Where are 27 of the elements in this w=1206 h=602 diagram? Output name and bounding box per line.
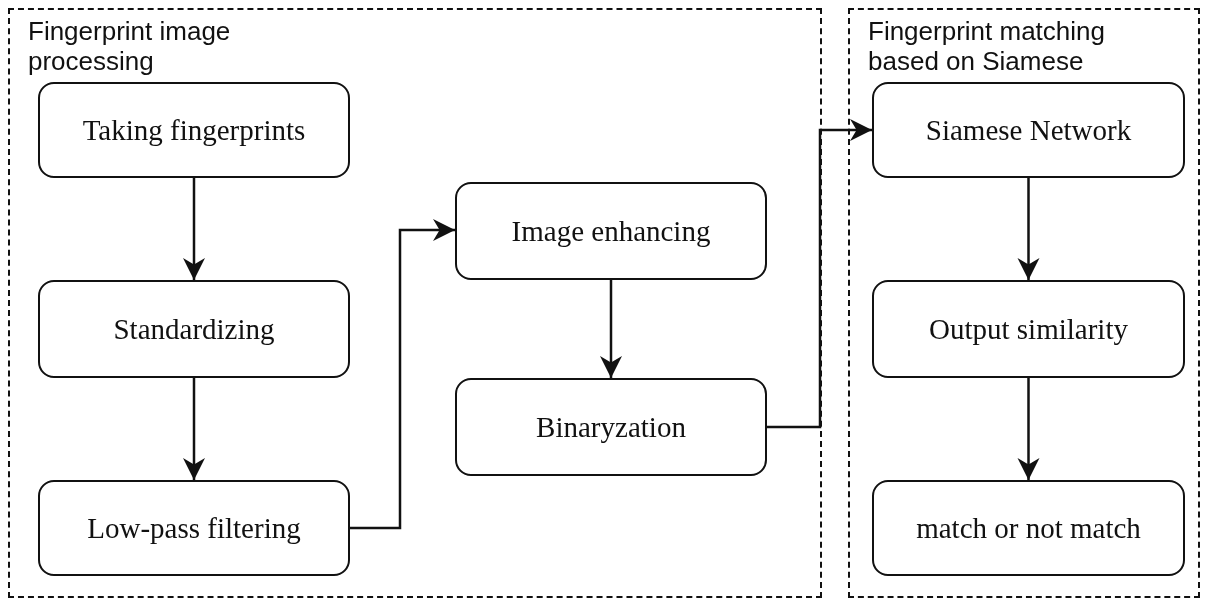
process-box: [455, 378, 767, 476]
process-box: [38, 480, 350, 576]
box-label: match or not match: [916, 511, 1141, 545]
box-label: Siamese Network: [925, 113, 1132, 147]
process-box: [872, 82, 1185, 178]
arrow: [1017, 178, 1040, 280]
arrow: [1017, 378, 1040, 480]
arrow: [600, 280, 622, 378]
process-box: [38, 280, 350, 378]
arrow: [767, 119, 872, 429]
process-box: [455, 182, 767, 280]
arrow: [350, 219, 455, 530]
process-box: [872, 280, 1185, 378]
box-label: Taking fingerprints: [82, 113, 306, 147]
box-label: Image enhancing: [511, 214, 711, 248]
dashed-group-box: [8, 8, 822, 598]
group-title: Fingerprint matching based on Siamese: [868, 16, 1106, 76]
box-label: Binaryzation: [536, 410, 686, 444]
process-box: [38, 82, 350, 178]
arrow: [183, 178, 205, 280]
arrow: [183, 378, 205, 480]
group-title: Fingerprint image processing: [28, 16, 232, 76]
box-label: Standardizing: [113, 312, 275, 346]
dashed-group-box: [848, 8, 1200, 598]
box-label: Output similarity: [929, 312, 1128, 346]
box-label: Low-pass filtering: [87, 511, 301, 545]
process-box: [872, 480, 1185, 576]
